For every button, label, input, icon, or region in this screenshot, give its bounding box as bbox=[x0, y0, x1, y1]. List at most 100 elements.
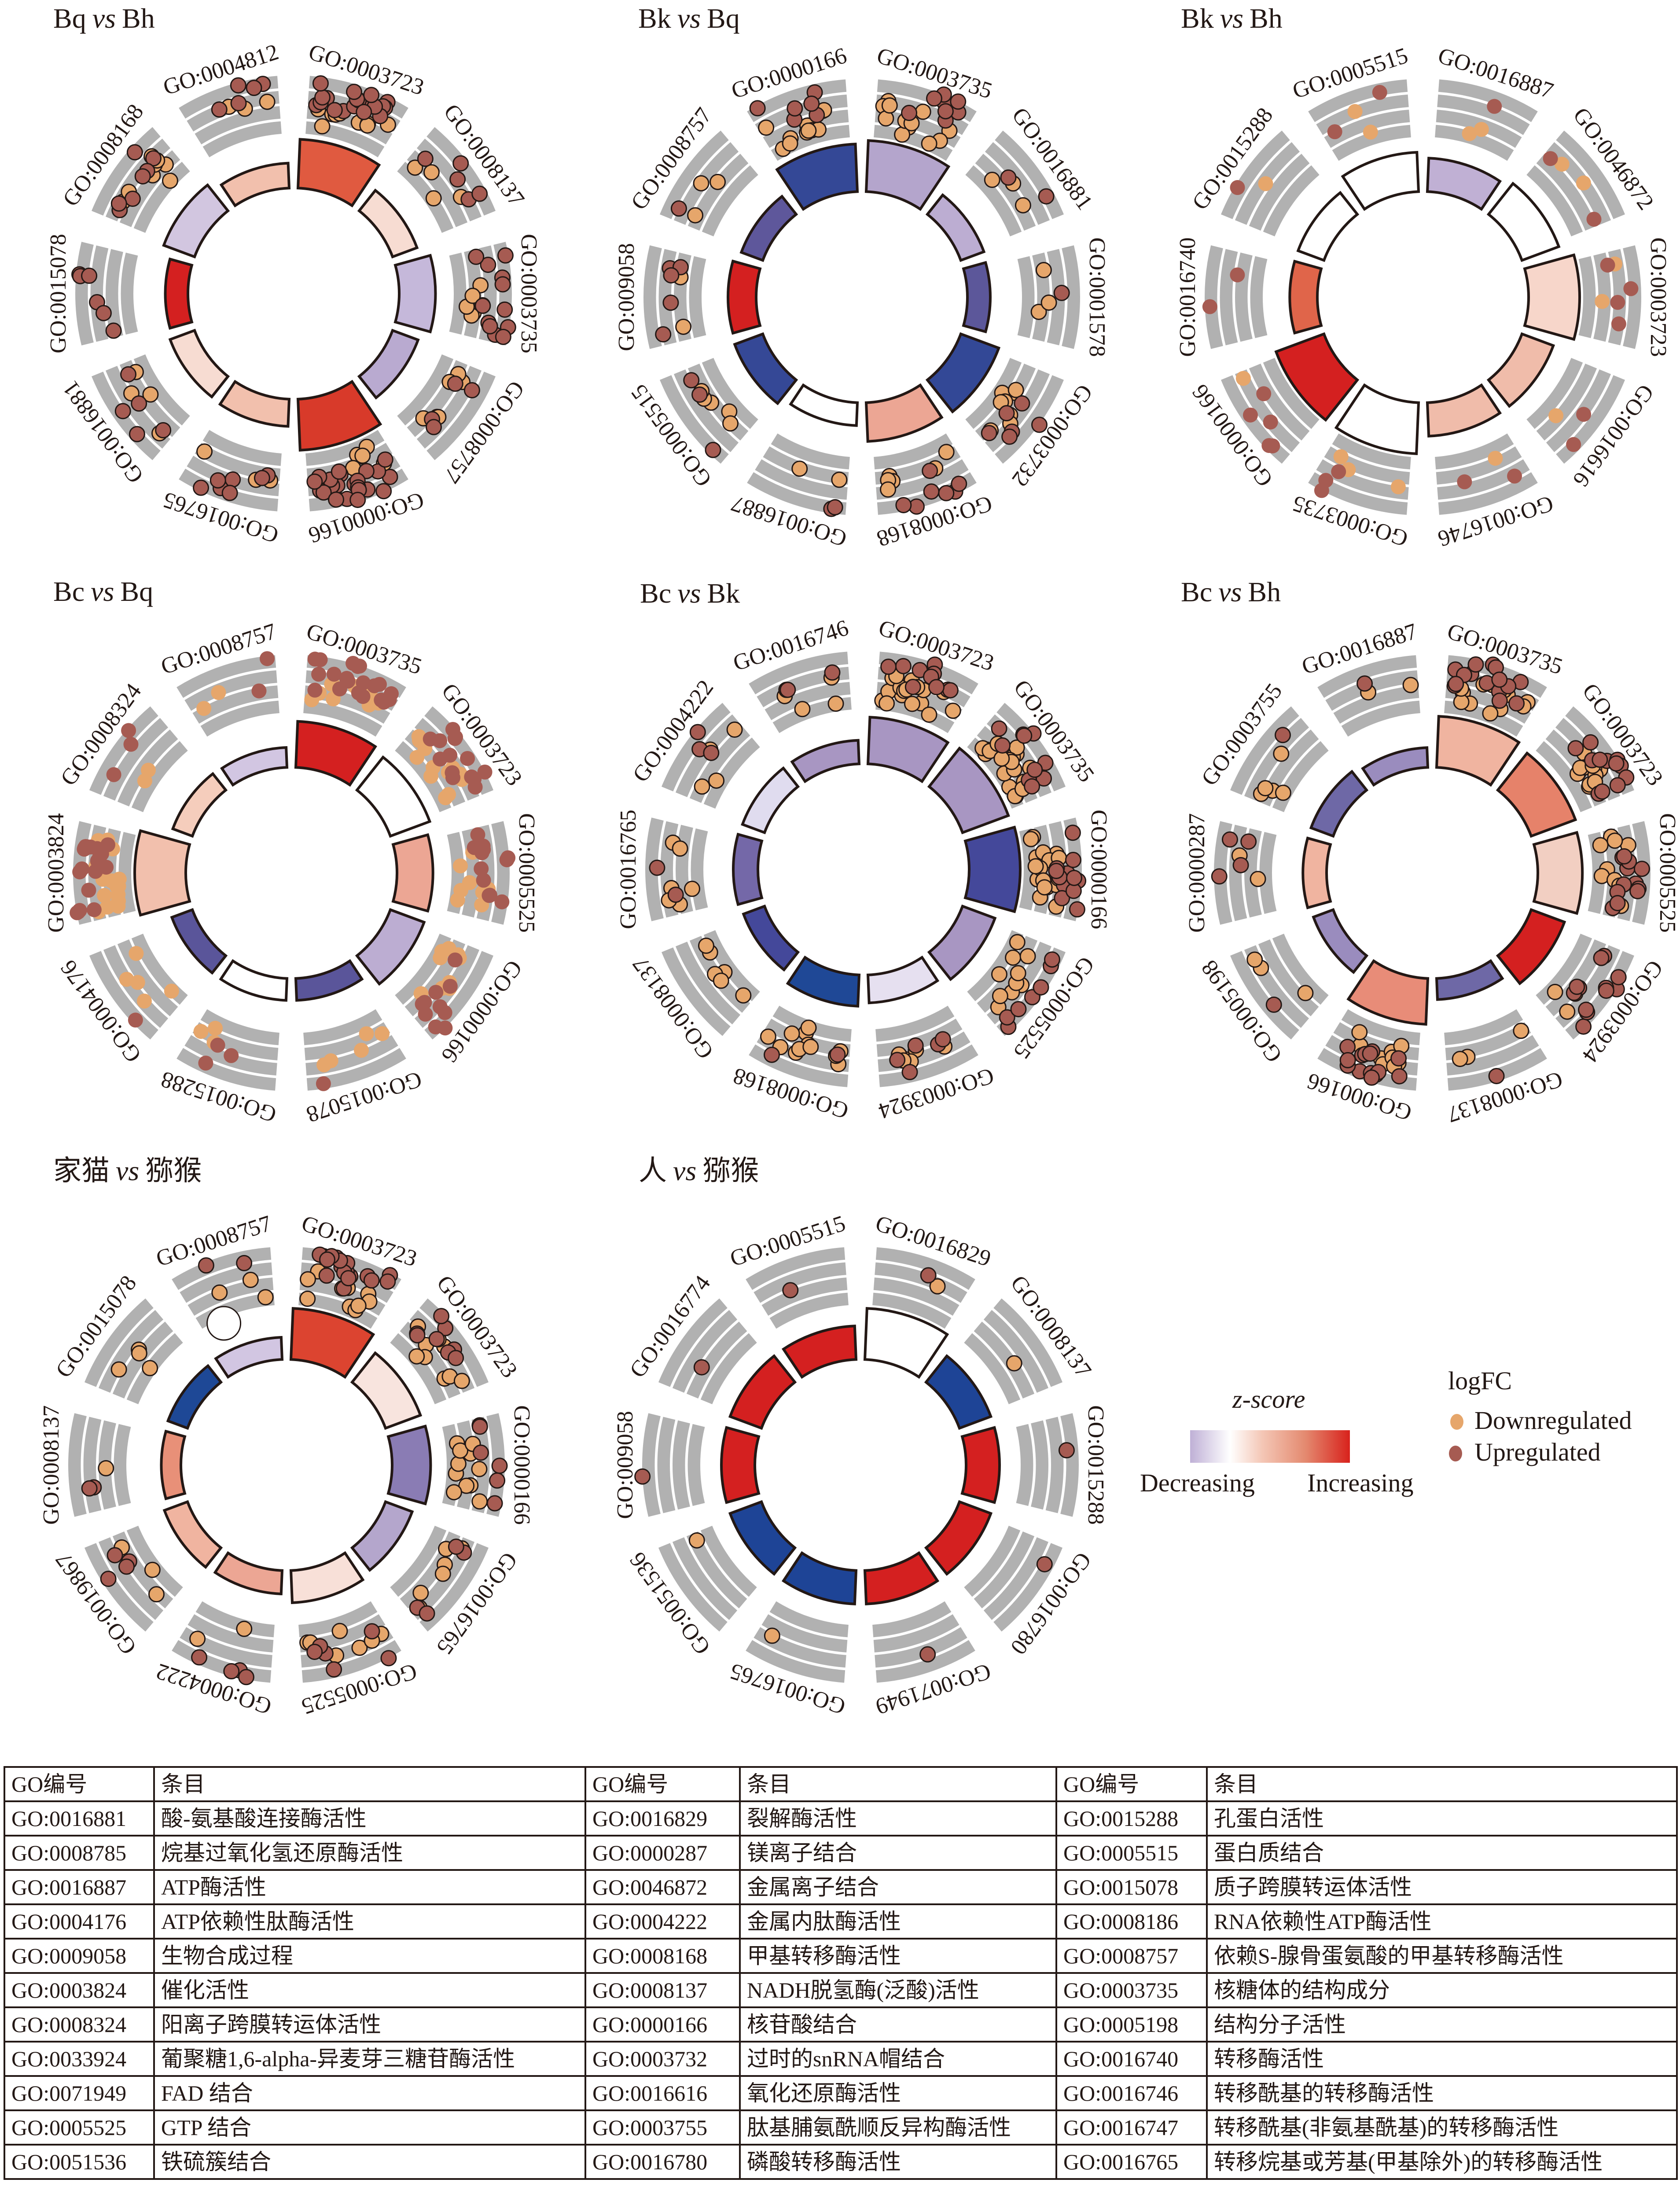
downregulated-point bbox=[299, 1290, 316, 1307]
logfc-track bbox=[390, 1333, 447, 1405]
downregulated-point bbox=[471, 1493, 488, 1510]
upregulated-point bbox=[494, 276, 511, 293]
go-circle-plot: GO:0003723GO:0008137GO:0003735GO:0008757… bbox=[46, 40, 541, 548]
downregulated-point bbox=[450, 892, 465, 908]
downregulated-point bbox=[144, 1561, 161, 1578]
zscore-segment bbox=[214, 1336, 284, 1379]
go-id-cell: GO:0004176 bbox=[4, 1903, 155, 1940]
downregulated-point bbox=[111, 879, 126, 894]
logfc-track bbox=[184, 670, 277, 711]
logfc-track bbox=[658, 1298, 728, 1387]
plot-title-group-a: 人 bbox=[639, 1155, 667, 1186]
downregulated-point bbox=[1030, 303, 1047, 320]
downregulated-point bbox=[453, 1373, 470, 1389]
upregulated-point bbox=[106, 767, 121, 782]
downregulated-point bbox=[1007, 382, 1024, 398]
go-id-cell: GO:0016747 bbox=[1055, 2109, 1208, 2146]
upregulated-point bbox=[824, 664, 841, 681]
downregulated-point bbox=[672, 840, 688, 857]
downregulated-point bbox=[921, 135, 937, 152]
upregulated-point bbox=[1356, 675, 1373, 692]
downregulated-point bbox=[353, 1042, 369, 1058]
downregulated-point bbox=[831, 471, 848, 488]
zscore-segment bbox=[781, 1551, 858, 1605]
go-term-cell: 转移烷基或芳基(甲基除外)的转移酶活性 bbox=[1206, 2144, 1678, 2180]
upregulated-point bbox=[663, 267, 680, 283]
downregulated-point bbox=[687, 207, 704, 224]
upregulated-point bbox=[210, 472, 226, 489]
upregulated-point bbox=[1230, 267, 1245, 283]
go-term-label: GO:0008137 bbox=[39, 1405, 64, 1525]
upregulated-point bbox=[326, 666, 342, 682]
logfc-track bbox=[769, 1601, 849, 1638]
downregulated-point bbox=[1462, 126, 1477, 141]
zscore-segment bbox=[296, 138, 381, 208]
logfc-track bbox=[746, 1640, 846, 1683]
zscore-segment bbox=[213, 1551, 284, 1596]
upregulated-point bbox=[1221, 831, 1238, 848]
zscore-segment bbox=[171, 772, 228, 838]
zscore-segment bbox=[218, 379, 291, 428]
downregulated-point bbox=[130, 975, 145, 990]
logfc-track bbox=[1341, 700, 1420, 737]
upregulated-point bbox=[72, 903, 87, 918]
downregulated-point bbox=[904, 696, 920, 712]
logfc-track bbox=[1437, 459, 1530, 500]
upregulated-point bbox=[246, 80, 262, 96]
table-header-cell: GO编号 bbox=[4, 1766, 155, 1802]
logfc-track bbox=[964, 1525, 1021, 1597]
upregulated-point bbox=[319, 1251, 335, 1268]
upregulated-point bbox=[107, 1547, 123, 1564]
go-term-cell: 金属离子结合 bbox=[739, 1869, 1057, 1905]
downregulated-point bbox=[708, 772, 725, 789]
upregulated-point bbox=[634, 1468, 651, 1485]
downregulated-point bbox=[1482, 705, 1499, 722]
logfc-track bbox=[993, 1298, 1062, 1387]
downregulated-point bbox=[698, 937, 714, 954]
downregulated-point bbox=[1606, 832, 1623, 849]
zscore-segment bbox=[1426, 157, 1502, 211]
downregulated-point bbox=[98, 1460, 114, 1476]
downregulated-point bbox=[879, 695, 895, 712]
upregulated-point bbox=[920, 1267, 937, 1284]
zscore-segment bbox=[924, 1500, 993, 1576]
zscore-segment bbox=[1523, 253, 1581, 341]
logfc-track bbox=[983, 1310, 1049, 1393]
downregulated-point bbox=[407, 159, 423, 176]
go-id-cell: GO:0016780 bbox=[585, 2144, 741, 2180]
upregulated-point bbox=[1598, 983, 1614, 999]
logfc-track bbox=[1435, 125, 1514, 161]
logfc-track bbox=[1536, 741, 1592, 813]
go-term-label: GO:0015078 bbox=[46, 234, 71, 353]
downregulated-point bbox=[375, 1026, 390, 1042]
go-term-label: GO:0001578 bbox=[1084, 237, 1110, 357]
zscore-segment bbox=[742, 904, 800, 972]
upregulated-point bbox=[474, 861, 489, 876]
logfc-track bbox=[303, 1009, 382, 1045]
upregulated-point bbox=[134, 168, 151, 185]
upregulated-point bbox=[356, 675, 371, 691]
logfc-track bbox=[1526, 165, 1583, 237]
upregulated-point bbox=[470, 827, 485, 843]
logfc-track bbox=[1437, 94, 1530, 135]
upregulated-point bbox=[471, 1418, 488, 1435]
go-term-label: GO:0000287 bbox=[1184, 813, 1209, 933]
downregulated-point bbox=[880, 481, 897, 498]
downregulated-point bbox=[1576, 175, 1591, 191]
go-circle-plot: GO:0003723GO:0003735GO:0000166GO:0005525… bbox=[616, 615, 1111, 1124]
downregulated-point bbox=[802, 1038, 819, 1055]
upregulated-point bbox=[901, 1064, 918, 1080]
upregulated-point bbox=[938, 485, 955, 501]
zscore-segment bbox=[1486, 181, 1561, 262]
downregulated-point bbox=[359, 1026, 374, 1042]
go-id-cell: GO:0016746 bbox=[1055, 2075, 1208, 2111]
upregulated-point bbox=[419, 1605, 435, 1622]
logfc-track bbox=[1263, 165, 1320, 237]
upregulated-point bbox=[1053, 284, 1070, 301]
upregulated-point bbox=[1265, 996, 1282, 1013]
upregulated-point bbox=[1026, 762, 1043, 778]
